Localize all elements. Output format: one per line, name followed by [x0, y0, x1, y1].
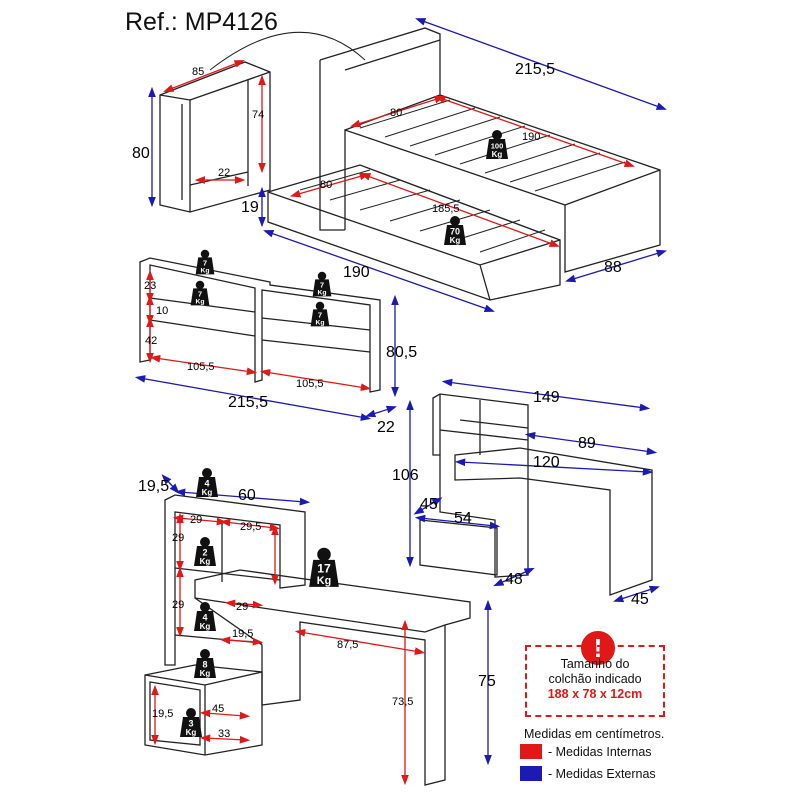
- desk-large: [144, 494, 471, 786]
- desk-s-48: 48: [505, 571, 523, 588]
- notice-line-2: colchão indicado: [548, 672, 642, 686]
- weight-icon-desk-4b: 4Kg: [194, 602, 216, 631]
- weight-unit: Kg: [317, 290, 326, 297]
- weight-unit: Kg: [186, 728, 197, 737]
- bed-length: 215,5: [515, 61, 555, 78]
- desk-s-45b: 45: [631, 591, 649, 608]
- legend-external-label: - Medidas Externas: [548, 766, 656, 781]
- cab-height: 80: [132, 145, 150, 162]
- shelf-total: 215,5: [228, 394, 268, 411]
- d-73-5: 73,5: [392, 696, 413, 708]
- weight-unit: Kg: [200, 669, 211, 678]
- shelf-h2: 10: [156, 305, 168, 317]
- d-19-5b: 19,5: [232, 628, 253, 640]
- weight-icon-desk-top-4: 4Kg: [196, 468, 218, 497]
- trundle-inner-length: 185,5: [432, 203, 460, 215]
- cab-depth: 22: [218, 167, 230, 179]
- weight-value: 2: [202, 548, 207, 558]
- weight-unit: Kg: [200, 268, 209, 275]
- trundle-height: 19: [241, 199, 259, 216]
- desk-s-89: 89: [578, 435, 596, 452]
- legend-title: Medidas em centímetros.: [524, 727, 665, 741]
- bed-inner-length: 190: [522, 131, 540, 143]
- notice-size: 188 x 78 x 12cm: [547, 687, 643, 701]
- weight-value: 4: [202, 613, 207, 623]
- desk-s-45a: 45: [420, 496, 438, 513]
- weight-value: 3: [188, 719, 193, 729]
- shelf-w2: 105,5: [296, 378, 324, 390]
- weight-icon-desk-8: 8Kg: [194, 649, 216, 678]
- blue-swatch: [520, 766, 542, 781]
- reference-label: Ref.: MP4126: [125, 8, 278, 36]
- d-19-5: 19,5: [138, 478, 169, 495]
- warning-icon: !: [578, 628, 618, 668]
- d-29a: 29: [190, 514, 202, 526]
- d-75: 75: [478, 673, 496, 690]
- d-60: 60: [238, 487, 256, 504]
- weight-unit: Kg: [315, 320, 324, 327]
- desk-s-54: 54: [454, 510, 472, 527]
- red-swatch: [520, 744, 542, 759]
- weight-icon-shelf-7a: 7Kg: [195, 249, 215, 275]
- trundle-inner-width: 80: [320, 179, 332, 191]
- weight-icon-desk-3: 3Kg: [180, 708, 202, 737]
- weight-value: 7: [203, 258, 207, 267]
- weight-value: 100: [491, 142, 504, 151]
- weight-value: 7: [320, 280, 324, 289]
- shelf-depth: 22: [377, 419, 395, 436]
- d-87-5: 87,5: [337, 639, 358, 651]
- weight-value: 17: [317, 562, 331, 576]
- desk-s-total: 149: [533, 389, 560, 406]
- weight-unit: Kg: [450, 236, 461, 245]
- weight-icon-shelf-7b: 7Kg: [312, 271, 332, 297]
- cab-width: 85: [192, 66, 204, 78]
- bed-side-length: 190: [343, 264, 370, 281]
- weight-unit: Kg: [195, 299, 204, 306]
- desk-small: [419, 393, 653, 596]
- weight-value: 7: [318, 310, 322, 319]
- shelf-w1: 105,5: [187, 361, 215, 373]
- weight-unit: Kg: [492, 150, 503, 159]
- weight-unit: Kg: [200, 622, 211, 631]
- d-29c: 29: [172, 599, 184, 611]
- shelf-h1: 23: [144, 280, 156, 292]
- desk-s-120: 120: [533, 454, 560, 471]
- desk-s-height: 106: [392, 467, 419, 484]
- d-19-5c: 19,5: [152, 708, 173, 720]
- weight-icon-desk-2: 2Kg: [194, 537, 216, 566]
- d-29d: 29: [236, 601, 248, 613]
- weight-value: 4: [204, 479, 209, 489]
- weight-value: 70: [450, 227, 460, 237]
- cab-inner-height: 74: [252, 109, 264, 121]
- weight-unit: Kg: [317, 575, 331, 587]
- weight-value: 8: [202, 660, 207, 670]
- weight-icon-shelf-7d: 7Kg: [310, 301, 330, 327]
- weight-icon-shelf-7c: 7Kg: [190, 280, 210, 306]
- bed-depth: 88: [604, 259, 622, 276]
- d-45: 45: [212, 703, 224, 715]
- legend-external: - Medidas Externas: [520, 766, 656, 781]
- mattress-notice: Tamanho do colchão indicado 188 x 78 x 1…: [525, 645, 665, 717]
- shelf-h3: 42: [145, 335, 157, 347]
- bed-frame: [267, 27, 661, 301]
- d-33: 33: [218, 728, 230, 740]
- notice-line-1: Tamanho do: [560, 657, 630, 671]
- bed-inner-width: 80: [390, 107, 402, 119]
- headboard-cabinet: [159, 61, 271, 213]
- d-29b: 29: [172, 532, 184, 544]
- d-29-5: 29,5: [240, 521, 261, 533]
- weight-value: 7: [198, 289, 202, 298]
- legend-internal-label: - Medidas Internas: [548, 744, 652, 759]
- shelf-height: 80,5: [386, 344, 417, 361]
- weight-unit: Kg: [200, 557, 211, 566]
- weight-unit: Kg: [202, 488, 213, 497]
- legend-internal: - Medidas Internas: [520, 744, 652, 759]
